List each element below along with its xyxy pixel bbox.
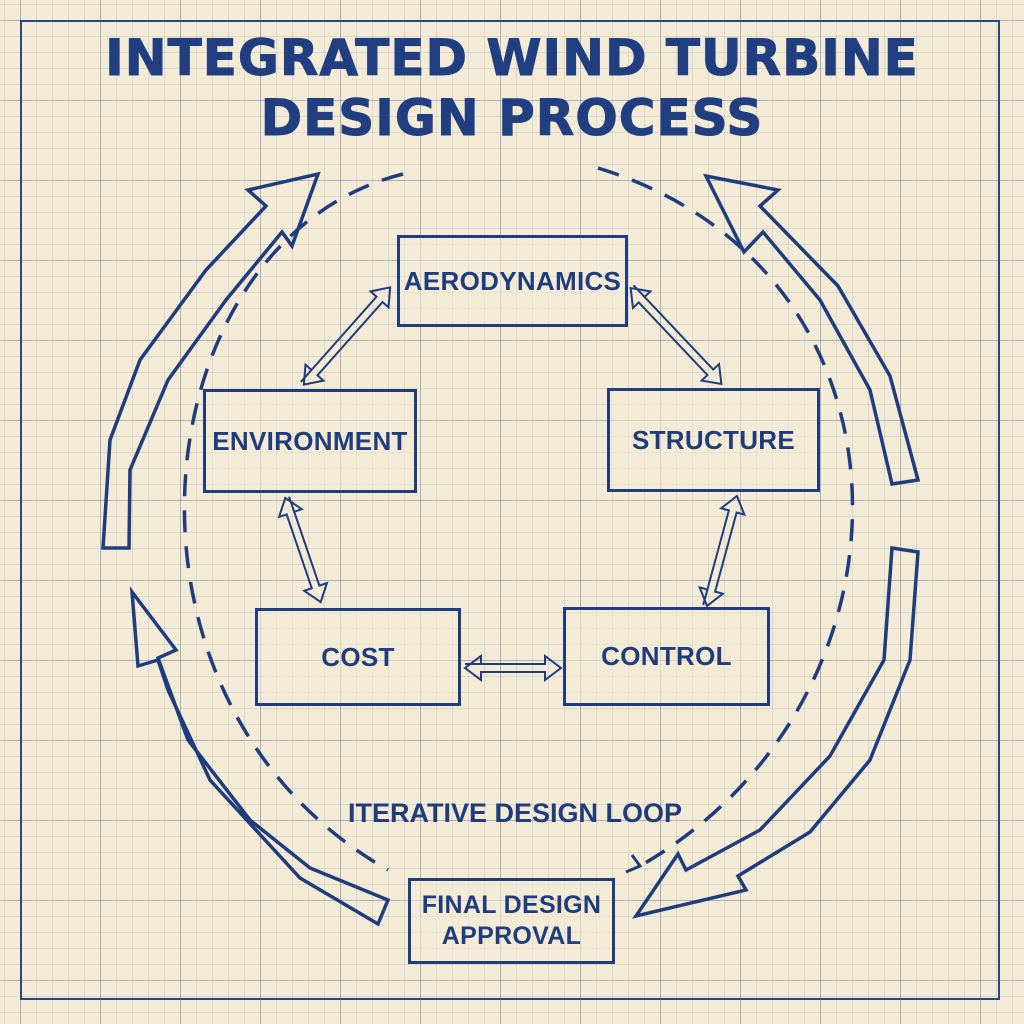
iterative-loop-label: ITERATIVE DESIGN LOOP: [347, 798, 683, 828]
cost-node: COST: [255, 608, 461, 706]
diagram-title: INTEGRATED WIND TURBINE DESIGN PROCESS: [60, 28, 964, 148]
structure-node: STRUCTURE: [607, 388, 820, 492]
environment-label: ENVIRONMENT: [212, 425, 408, 456]
arrow-environment-cost-icon: [277, 496, 329, 604]
control-label: CONTROL: [601, 641, 732, 671]
arrow-aero-structure-icon: [629, 284, 723, 386]
cost-label: COST: [321, 641, 395, 672]
aerodynamics-node: AERODYNAMICS: [397, 235, 628, 327]
arrow-structure-control-icon: [698, 494, 746, 608]
final-approval-node: FINAL DESIGN APPROVAL: [408, 878, 615, 964]
blueprint-border: [20, 20, 1000, 1000]
outer-arrow-top-left-icon: [101, 171, 321, 550]
outer-arrow-bottom-right-icon: [632, 545, 920, 919]
final-label-line-2: APPROVAL: [441, 922, 582, 950]
dashed-loop-left: [182, 172, 404, 872]
title-line-2: DESIGN PROCESS: [260, 89, 764, 148]
aerodynamics-label: AERODYNAMICS: [403, 265, 622, 296]
environment-node: ENVIRONMENT: [203, 389, 417, 493]
control-node: CONTROL: [563, 607, 770, 706]
outer-arrow-bottom-left-icon: [129, 586, 391, 927]
structure-label: STRUCTURE: [631, 424, 796, 455]
final-label-line-1: FINAL DESIGN: [421, 891, 602, 919]
outer-arrow-top-right-icon: [702, 173, 921, 486]
dashed-loop-right: [597, 166, 855, 868]
title-line-1: INTEGRATED WIND TURBINE: [105, 29, 919, 88]
arrow-cost-control-icon: [463, 654, 563, 682]
arrow-aero-environment-icon: [300, 286, 392, 386]
dashed-loop-end-arrow-icon: [625, 854, 643, 874]
